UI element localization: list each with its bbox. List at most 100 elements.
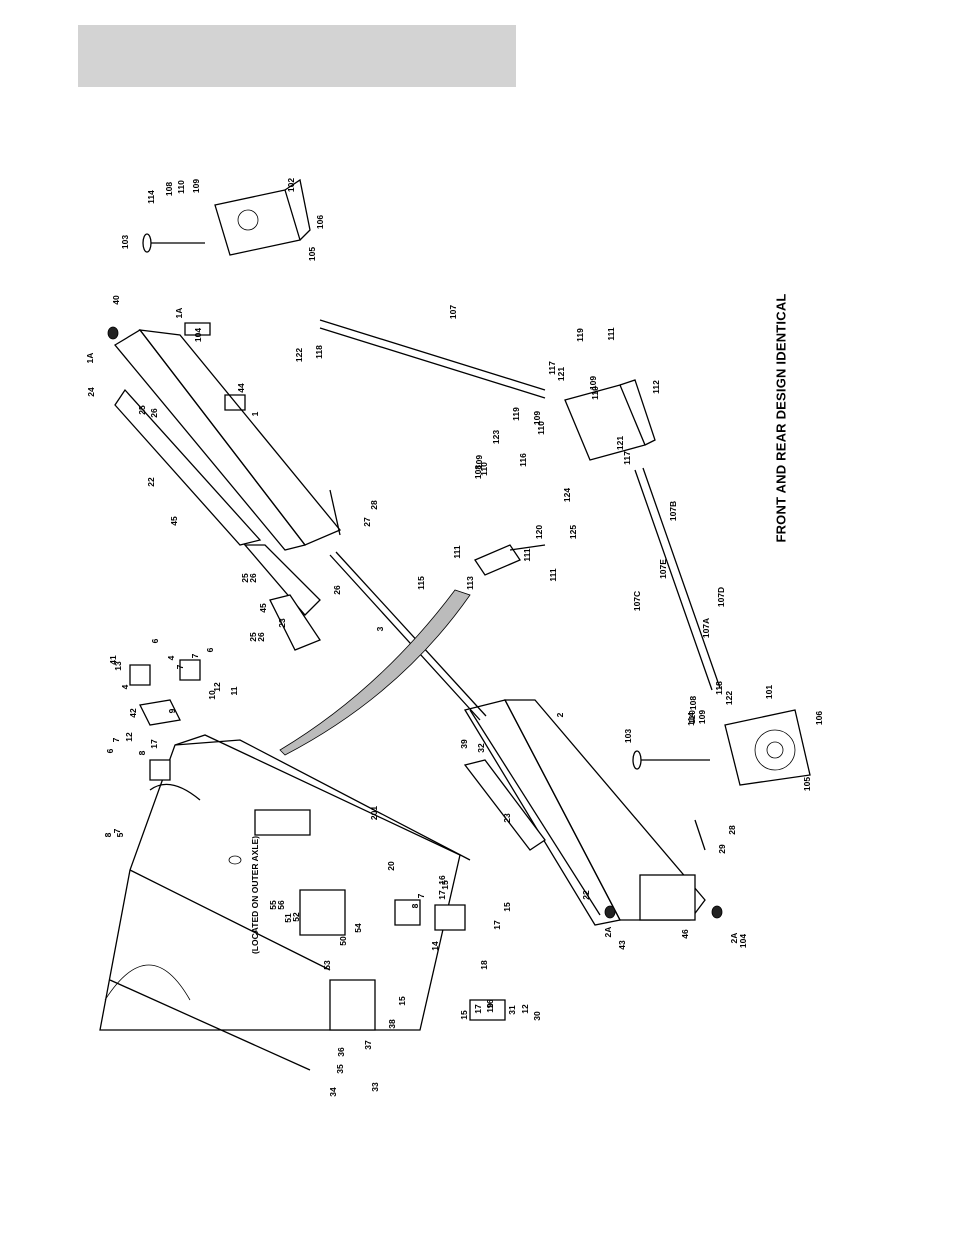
callout-32: 32 [476, 743, 486, 753]
callout-7d: 7 [112, 828, 122, 833]
callout-111d: 111 [548, 568, 558, 582]
callout-121a: 121 [556, 367, 566, 381]
small-parts [107, 322, 723, 1031]
mount-102 [214, 178, 311, 256]
callout-124: 124 [562, 488, 572, 502]
callout-56: 56 [276, 900, 286, 910]
callout-116: 116 [518, 453, 528, 467]
callout-110a: 110 [176, 180, 186, 194]
callout-103b: 103 [623, 729, 633, 743]
callout-6b: 6 [205, 647, 215, 652]
callout-40: 40 [111, 295, 121, 305]
callout-105a: 105 [307, 247, 317, 261]
callout-26a: 26 [149, 408, 159, 418]
callout-106a: 106 [315, 215, 325, 229]
callout-113: 113 [465, 576, 475, 590]
callout-20: 20 [386, 861, 396, 871]
mount-112 [564, 379, 656, 461]
callout-23b: 23 [502, 813, 512, 823]
callout-22b: 22 [581, 890, 591, 900]
callout-1a-b: 1A [174, 308, 184, 319]
callout-104a: 104 [193, 328, 203, 342]
callout-50: 50 [338, 936, 348, 946]
callout-35: 35 [335, 1064, 345, 1074]
callout-123: 123 [491, 430, 501, 444]
title-bar [78, 25, 516, 87]
callout-121b: 121 [615, 436, 625, 450]
callout-107c: 107C [632, 591, 642, 611]
callout-4a: 4 [166, 655, 176, 660]
callout-107e: 107E [658, 559, 668, 579]
callout-115: 115 [416, 576, 426, 590]
callout-14: 14 [430, 941, 440, 951]
callout-2a-b: 2A [729, 933, 739, 944]
callout-11: 11 [229, 686, 239, 695]
callout-10: 10 [207, 690, 217, 700]
callout-8b: 8 [137, 750, 147, 755]
callout-111a: 111 [606, 327, 616, 341]
callout-109b: 109 [474, 455, 484, 469]
callout-120: 120 [534, 525, 544, 539]
callout-3: 3 [375, 626, 385, 631]
callout-54: 54 [353, 923, 363, 933]
callout-7e: 7 [416, 893, 426, 898]
callout-117b: 117 [622, 451, 632, 465]
tie-rod-3 [279, 551, 487, 756]
callout-24: 24 [86, 387, 96, 397]
callout-17a: 17 [437, 890, 447, 900]
callout-16b: 16 [485, 999, 495, 1009]
callout-37: 37 [363, 1040, 373, 1050]
callout-117a: 117 [547, 361, 557, 375]
callout-28b: 28 [727, 825, 737, 835]
callout-17b: 17 [492, 920, 502, 930]
callout-104b: 104 [738, 934, 748, 948]
callout-114b: 114 [686, 712, 696, 726]
callout-18: 18 [479, 960, 489, 970]
callout-118a: 118 [314, 345, 324, 359]
callout-5: 5 [115, 832, 125, 837]
callout-107b: 107B [668, 501, 678, 521]
callout-31: 31 [507, 1005, 517, 1015]
bolt-103-lower [632, 750, 710, 770]
callout-36: 36 [336, 1047, 346, 1057]
callout-107d: 107D [716, 587, 726, 607]
callout-9: 9 [167, 708, 177, 713]
callout-39: 39 [459, 739, 469, 749]
callout-25a: 25 [137, 405, 147, 415]
callout-12b: 12 [124, 732, 134, 742]
shaft-107AB [634, 467, 721, 691]
main-frame-201 [99, 734, 471, 1071]
callout-1: 1 [250, 411, 260, 416]
cylinder-113 [474, 544, 546, 576]
callout-111b: 111 [522, 548, 532, 562]
callout-106b: 106 [814, 711, 824, 725]
callout-13: 13 [113, 661, 123, 671]
callout-38: 38 [387, 1019, 397, 1029]
callout-122b: 122 [724, 691, 734, 705]
callout-15d: 15 [459, 1010, 469, 1020]
callout-53: 53 [322, 960, 332, 970]
callout-6c: 6 [105, 748, 115, 753]
callout-55: 55 [268, 900, 278, 910]
chains-23 [243, 544, 546, 851]
callout-101: 101 [764, 685, 774, 699]
callout-109d: 109 [588, 376, 598, 390]
callout-25b: 25 [240, 573, 250, 583]
callout-109e: 109 [697, 710, 707, 724]
callout-201: 201 [369, 806, 379, 820]
callout-109a: 109 [191, 179, 201, 193]
callout-34: 34 [328, 1087, 338, 1097]
callout-108a: 108 [164, 182, 174, 196]
callout-1a-a: 1A [85, 353, 95, 364]
callout-25c: 25 [248, 632, 258, 642]
callout-16a: 16 [437, 875, 447, 885]
callout-110c: 110 [536, 421, 546, 435]
shaft-107 [319, 319, 546, 399]
callout-102: 102 [286, 178, 296, 192]
callout-119b: 119 [511, 407, 521, 421]
callout-2: 2 [555, 712, 565, 717]
callout-107: 107 [448, 305, 458, 319]
callout-44: 44 [236, 383, 246, 393]
